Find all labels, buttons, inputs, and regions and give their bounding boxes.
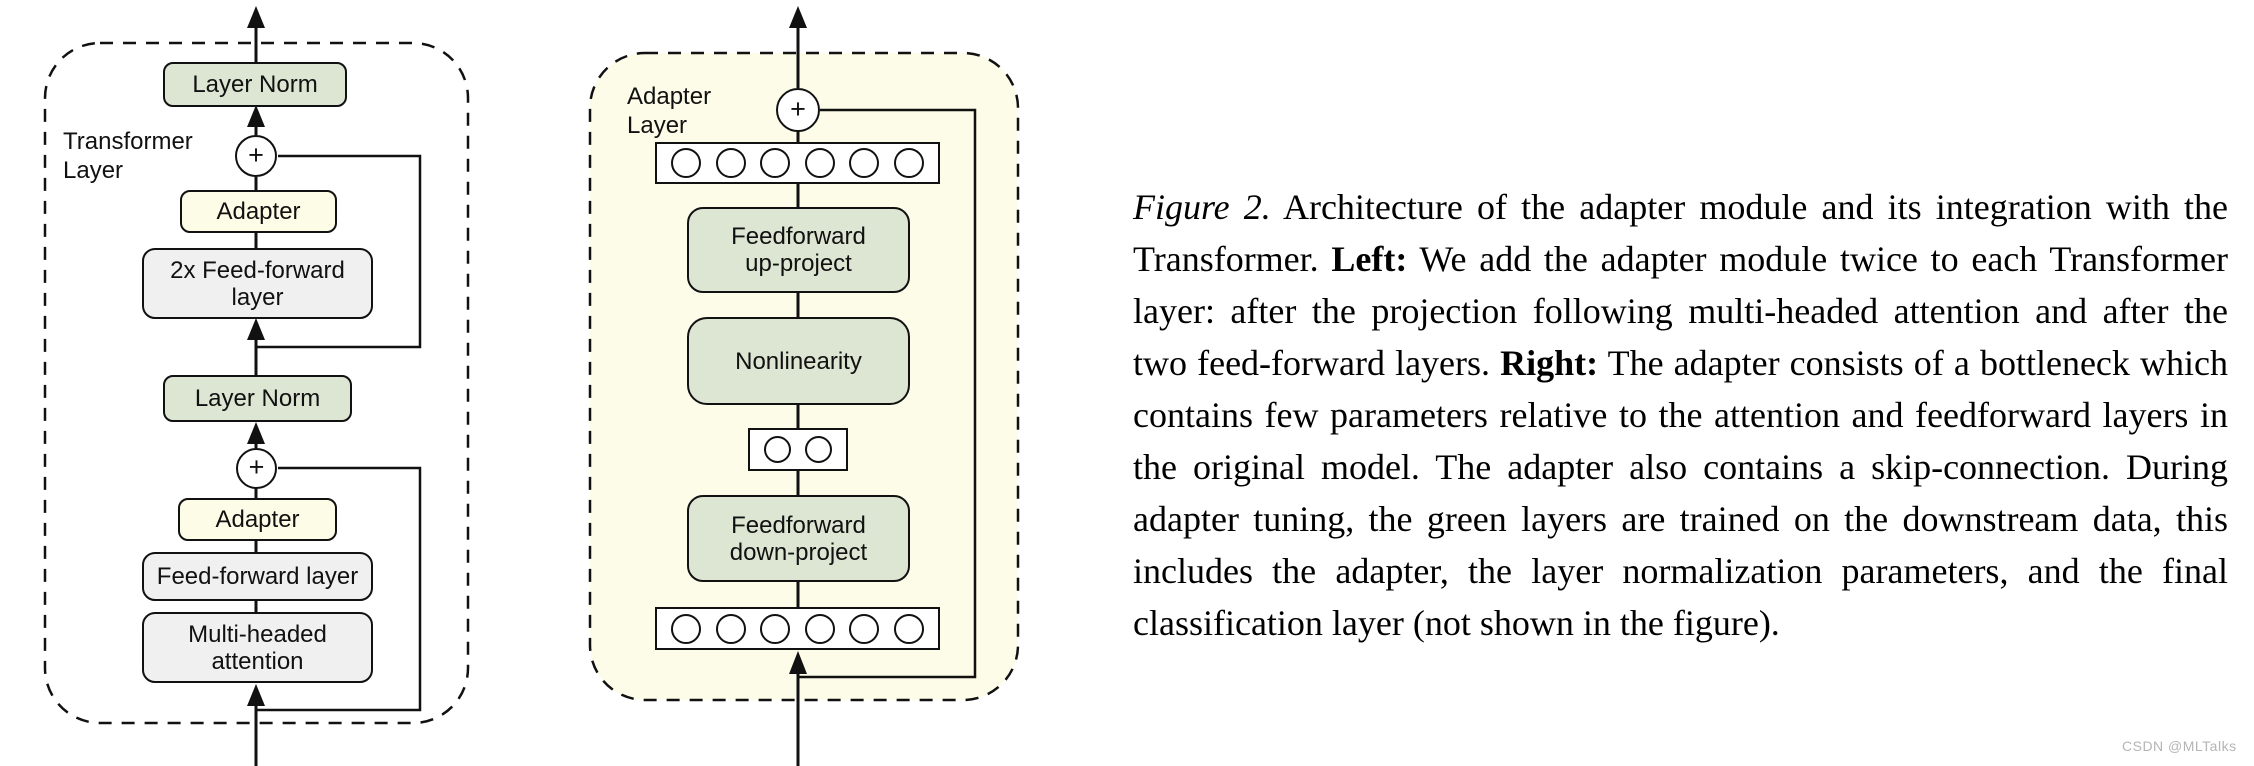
feature-vector-bottom (655, 607, 940, 650)
add-node-top: + (235, 135, 277, 177)
caption-right-label: Right: (1500, 343, 1599, 383)
multi-headed-attention-box: Multi-headed attention (142, 612, 373, 683)
unit-circle-icon (804, 613, 835, 644)
unit-circle-icon (764, 436, 791, 463)
unit-circle-icon (760, 148, 791, 178)
skip-connection-lower-left (256, 466, 422, 712)
nonlinearity-box: Nonlinearity (687, 317, 910, 405)
adapter-layer-label: Adapter Layer (627, 83, 712, 139)
feature-vector-top (655, 142, 940, 184)
add-node-bottom: + (236, 448, 277, 489)
unit-circle-icon (715, 148, 746, 178)
arrow-up-icon (789, 651, 807, 674)
layer-norm-top-box: Layer Norm (163, 62, 347, 107)
bottleneck-vector (748, 428, 848, 471)
arrow-up-icon (247, 684, 265, 706)
right-arrowheads (789, 6, 807, 674)
layer-norm-bottom-box: Layer Norm (163, 375, 352, 422)
figure-caption: Figure 2. Architecture of the adapter mo… (1133, 181, 2228, 649)
feed-forward-2x-box: 2x Feed-forward layer (142, 248, 373, 319)
unit-circle-icon (849, 613, 880, 644)
unit-circle-icon (893, 613, 924, 644)
adapter-top-box: Adapter (180, 190, 337, 233)
feedforward-up-project-box: Feedforward up-project (687, 207, 910, 293)
unit-circle-icon (893, 148, 924, 178)
unit-circle-icon (760, 613, 791, 644)
arrow-up-icon (789, 6, 807, 28)
skip-connection-upper-left (256, 154, 422, 349)
left-skip-connections (256, 154, 422, 712)
adapter-bottom-box: Adapter (178, 498, 337, 541)
figure-number-label: Figure 2. (1133, 187, 1271, 227)
unit-circle-icon (671, 148, 702, 178)
watermark-label: CSDN @MLTalks (2122, 738, 2237, 754)
caption-left-label: Left: (1331, 239, 1408, 279)
add-node-adapter: + (776, 88, 820, 132)
transformer-layer-label: Transformer Layer (63, 128, 193, 184)
arrow-up-icon (247, 422, 265, 444)
feedforward-down-project-box: Feedforward down-project (687, 495, 910, 582)
caption-text-3: The adapter consists of a bottleneck whi… (1133, 343, 2228, 643)
arrow-up-icon (247, 105, 265, 127)
caption-text-1: Architecture of the adapter module and i… (1133, 187, 2228, 279)
arrow-up-icon (247, 318, 265, 340)
left-arrowheads (247, 6, 265, 706)
unit-circle-icon (715, 613, 746, 644)
caption-text-2: We add the adapter module twice to each … (1133, 239, 2228, 383)
unit-circle-icon (849, 148, 880, 178)
unit-circle-icon (671, 613, 702, 644)
skip-connection-adapter (798, 108, 977, 679)
unit-circle-icon (804, 148, 835, 178)
arrow-up-icon (247, 6, 265, 28)
unit-circle-icon (805, 436, 832, 463)
feed-forward-layer-box: Feed-forward layer (142, 552, 373, 601)
